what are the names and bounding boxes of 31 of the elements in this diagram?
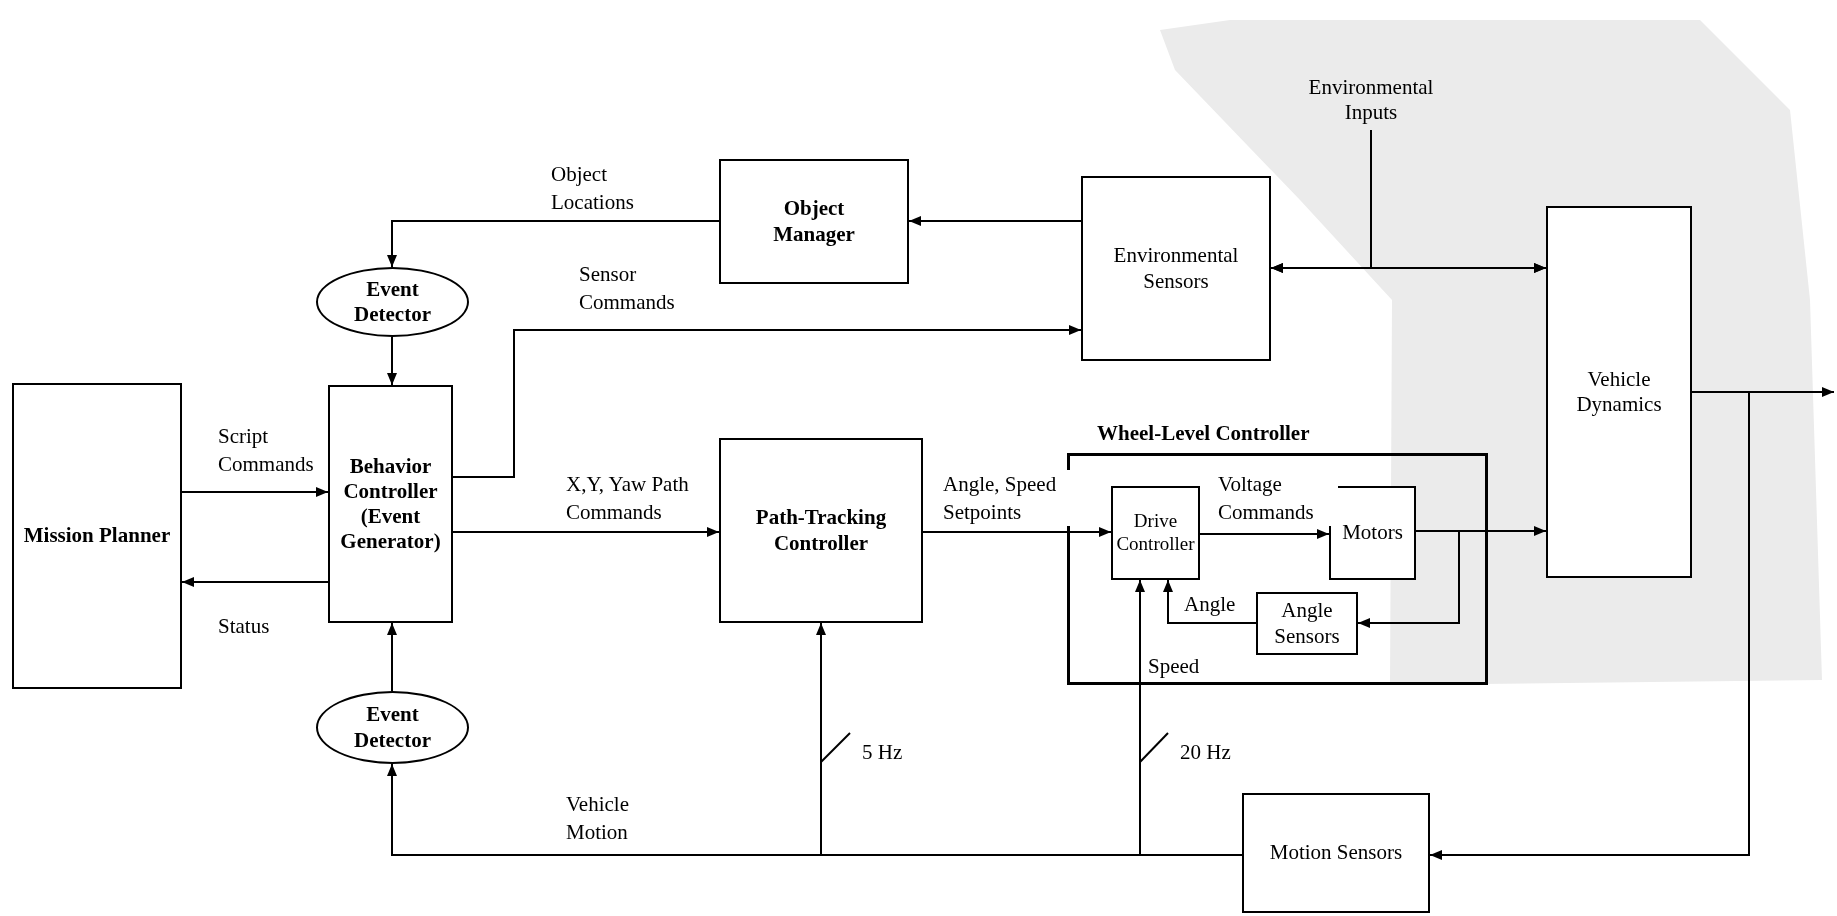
rate-label: 5 Hz <box>862 739 903 766</box>
input-label: Environmental Inputs <box>1300 70 1442 130</box>
block-box: Motors <box>1329 486 1416 580</box>
arrow <box>387 622 397 692</box>
arrow <box>1163 579 1257 624</box>
arrow <box>387 220 720 268</box>
arrow <box>922 527 1112 537</box>
arrow <box>181 487 329 497</box>
ellipse-node: Event Detector <box>316 691 469 764</box>
arrow <box>387 336 397 386</box>
ellipse-node: Event Detector <box>316 267 469 337</box>
block-box: Vehicle Dynamics <box>1546 206 1692 578</box>
block-box: Drive Controller <box>1111 486 1200 580</box>
arrow <box>1429 391 1750 860</box>
arrow <box>1357 530 1460 628</box>
block-box: Environmental Sensors <box>1081 176 1271 361</box>
block-box: Object Manager <box>719 159 909 284</box>
group-heading: Wheel-Level Controller <box>1097 421 1310 446</box>
arrow <box>181 577 329 587</box>
arrow <box>452 325 1082 478</box>
block-box: Behavior Controller (Event Generator) <box>328 385 453 623</box>
block-box: Mission Planner <box>12 383 182 689</box>
block-box: Motion Sensors <box>1242 793 1430 913</box>
arrow <box>452 527 720 537</box>
block-box: Angle Sensors <box>1256 592 1358 655</box>
arrow <box>1370 129 1547 273</box>
rate-label: 20 Hz <box>1180 739 1231 766</box>
arrow <box>1199 529 1330 539</box>
arrow <box>1135 579 1243 856</box>
block-box: Path-Tracking Controller <box>719 438 923 623</box>
arrow <box>908 216 1082 226</box>
